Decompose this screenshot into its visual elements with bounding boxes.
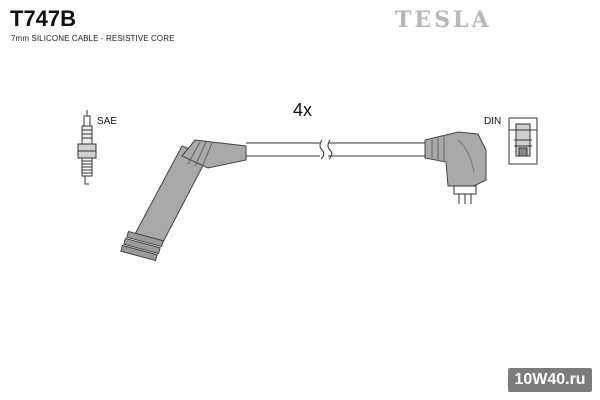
din-terminal-icon	[508, 117, 538, 165]
angled-boot-icon	[424, 131, 487, 204]
din-label: DIN	[484, 116, 502, 127]
spark-plug-icon	[77, 110, 97, 185]
watermark-text: 10W40.ru	[514, 371, 586, 388]
watermark-badge: 10W40.ru	[508, 368, 592, 392]
sae-label: SAE	[97, 116, 118, 127]
brand-logo: TESLA	[395, 7, 492, 33]
cable-description: 7mm SILICONE CABLE - RESISTIVE CORE	[11, 34, 175, 43]
straight-boot-icon	[120, 139, 247, 262]
part-number: T747B	[10, 6, 77, 31]
quantity-label: 4x	[293, 100, 313, 120]
cable	[246, 139, 425, 160]
